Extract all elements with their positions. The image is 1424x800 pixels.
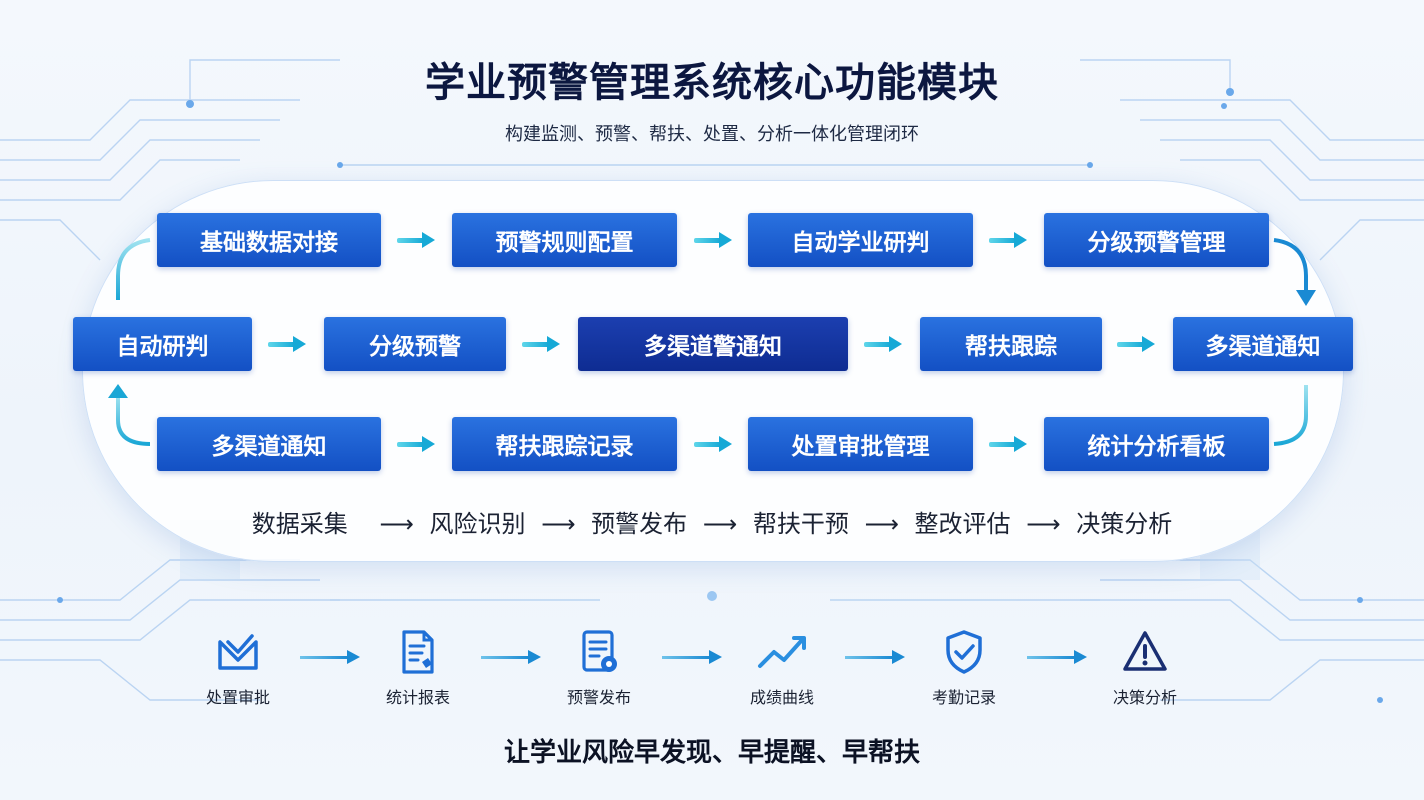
icon-item-attendance: 考勤记录 (904, 628, 1024, 708)
pipeline-step-6: 决策分析 (1076, 510, 1173, 538)
report-document-icon (402, 630, 434, 674)
pipeline-step-4: 帮扶干预 (752, 510, 849, 538)
flow-row2-box-1: 自动研判 (73, 317, 252, 371)
pipeline-arrow-1: ⟶ (379, 510, 414, 538)
flow-row3-arrow-3 (989, 436, 1027, 452)
flow-row1-box-4: 分级预警管理 (1044, 213, 1269, 267)
icon-item-approval: 处置审批 (178, 628, 298, 708)
flow-row2-arrow-2 (522, 336, 560, 352)
icon-arrow-2 (481, 650, 541, 666)
pipeline-arrow-2: ⟶ (541, 510, 576, 538)
pipeline-step-5: 整改评估 (914, 510, 1011, 538)
icon-label-decision: 决策分析 (1112, 688, 1177, 707)
flow-row3-arrow-2 (694, 436, 732, 452)
flow-row1-box-3: 自动学业研判 (748, 213, 973, 267)
warning-triangle-icon (1123, 631, 1167, 671)
flow-row2-box-5: 多渠道通知 (1173, 317, 1353, 371)
icon-item-alert-publish: 预警发布 (539, 628, 659, 708)
flow-row3-box-4: 统计分析看板 (1044, 417, 1269, 471)
icon-label-alert-publish: 预警发布 (566, 688, 631, 707)
trend-line-icon (758, 636, 806, 668)
icon-item-decision: 决策分析 (1085, 628, 1205, 708)
flow-row2-arrow-3 (864, 336, 902, 352)
flow-row1-arrow-1 (397, 232, 435, 248)
alert-document-icon (582, 630, 617, 672)
flow-row2-box-4: 帮扶跟踪 (920, 317, 1102, 371)
flow-row2-box-2: 分级预警 (324, 317, 506, 371)
icon-label-approval: 处置审批 (205, 688, 270, 707)
pipeline-step-1: 数据采集 (251, 510, 348, 538)
flow-row3-box-1: 多渠道通知 (157, 417, 381, 471)
flow-row1-box-2: 预警规则配置 (452, 213, 677, 267)
pipeline-step-3: 预警发布 (591, 510, 688, 538)
page-title: 学业预警管理系统核心功能模块 (425, 60, 999, 106)
page-subtitle: 构建监测、预警、帮扶、处置、分析一体化管理闭环 (505, 124, 919, 145)
flow-row1-arrow-3 (989, 232, 1027, 248)
shield-check-icon (946, 630, 982, 674)
flow-row3-box-3: 处置审批管理 (748, 417, 973, 471)
footer-slogan: 让学业风险早发现、早提醒、早帮扶 (503, 738, 920, 768)
flow-row3-arrow-1 (397, 436, 435, 452)
flow-row2-arrow-4 (1117, 336, 1155, 352)
icon-arrow-4 (845, 650, 905, 666)
flow-row2-arrow-1 (268, 336, 306, 352)
icon-label-report: 统计报表 (385, 688, 450, 707)
pipeline-arrow-5: ⟶ (1026, 510, 1061, 538)
flow-row1-box-1: 基础数据对接 (157, 213, 381, 267)
icon-item-score-curve: 成绩曲线 (722, 628, 842, 708)
icon-label-attendance: 考勤记录 (931, 688, 996, 707)
icon-item-report: 统计报表 (358, 628, 478, 708)
pipeline-arrow-4: ⟶ (864, 510, 899, 538)
flow-row1-arrow-2 (694, 232, 732, 248)
icon-label-score-curve: 成绩曲线 (749, 688, 814, 707)
icon-arrow-3 (662, 650, 722, 666)
icon-arrow-5 (1027, 650, 1087, 666)
pipeline-arrow-3: ⟶ (702, 510, 738, 538)
pipeline-steps: 数据采集 ⟶ 风险识别 ⟶ 预警发布 ⟶ 帮扶干预 ⟶ 整改评估 ⟶ 决策分析 (0, 504, 1424, 539)
flow-row2-box-3-highlighted: 多渠道警通知 (578, 317, 848, 371)
icon-arrow-1 (300, 650, 360, 666)
approval-check-icon (218, 634, 258, 670)
flow-row3-box-2: 帮扶跟踪记录 (452, 417, 677, 471)
pipeline-step-2: 风险识别 (429, 510, 526, 538)
